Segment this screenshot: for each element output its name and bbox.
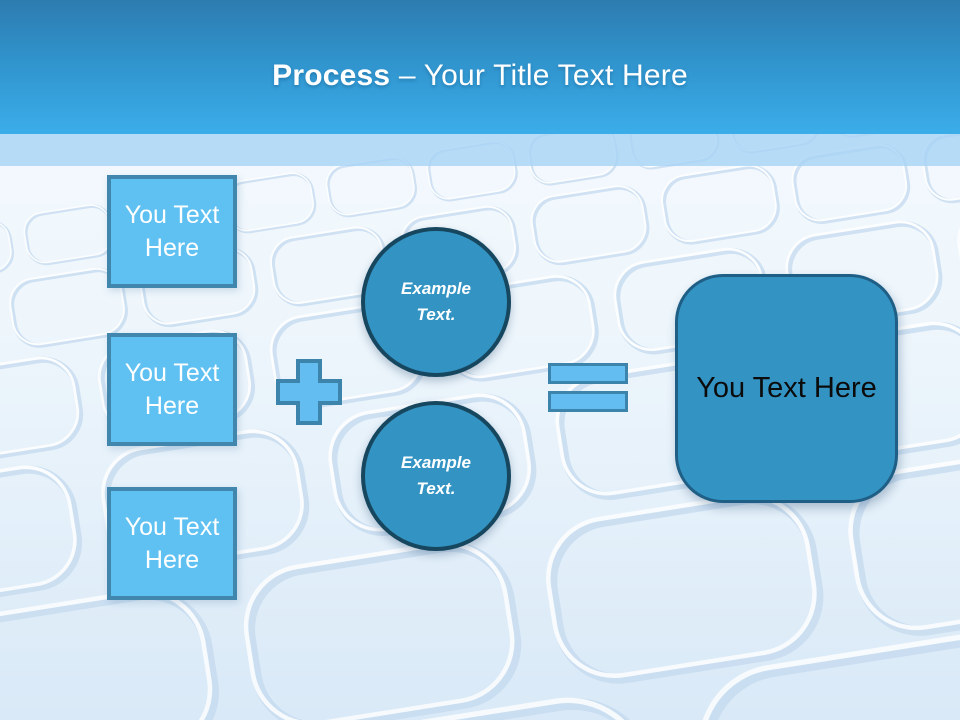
placeholder-box-3-label: You Text Here — [124, 513, 220, 574]
placeholder-box-2-label: You Text Here — [124, 359, 220, 420]
placeholder-box-2[interactable]: You Text Here — [107, 333, 237, 446]
example-circle-1-label: Example Text. — [401, 278, 471, 324]
result-box-label: You Text Here — [696, 372, 877, 404]
placeholder-box-3[interactable]: You Text Here — [107, 487, 237, 600]
equals-icon — [548, 363, 628, 384]
example-circle-2[interactable]: Example Text. — [361, 401, 511, 551]
example-circle-2-label: Example Text. — [401, 452, 471, 498]
result-box[interactable]: You Text Here — [675, 274, 898, 503]
slide-header — [0, 0, 960, 134]
plus-icon — [276, 359, 342, 425]
header-band — [0, 134, 960, 166]
slide-title: Process – Your Title Text Here — [0, 56, 960, 96]
placeholder-box-1-label: You Text Here — [124, 201, 220, 262]
equals-icon — [548, 391, 628, 412]
example-circle-1[interactable]: Example Text. — [361, 227, 511, 377]
title-rest-text: – Your Title Text Here — [398, 59, 688, 92]
title-bold-text: Process — [272, 59, 391, 92]
placeholder-box-1[interactable]: You Text Here — [107, 175, 237, 288]
